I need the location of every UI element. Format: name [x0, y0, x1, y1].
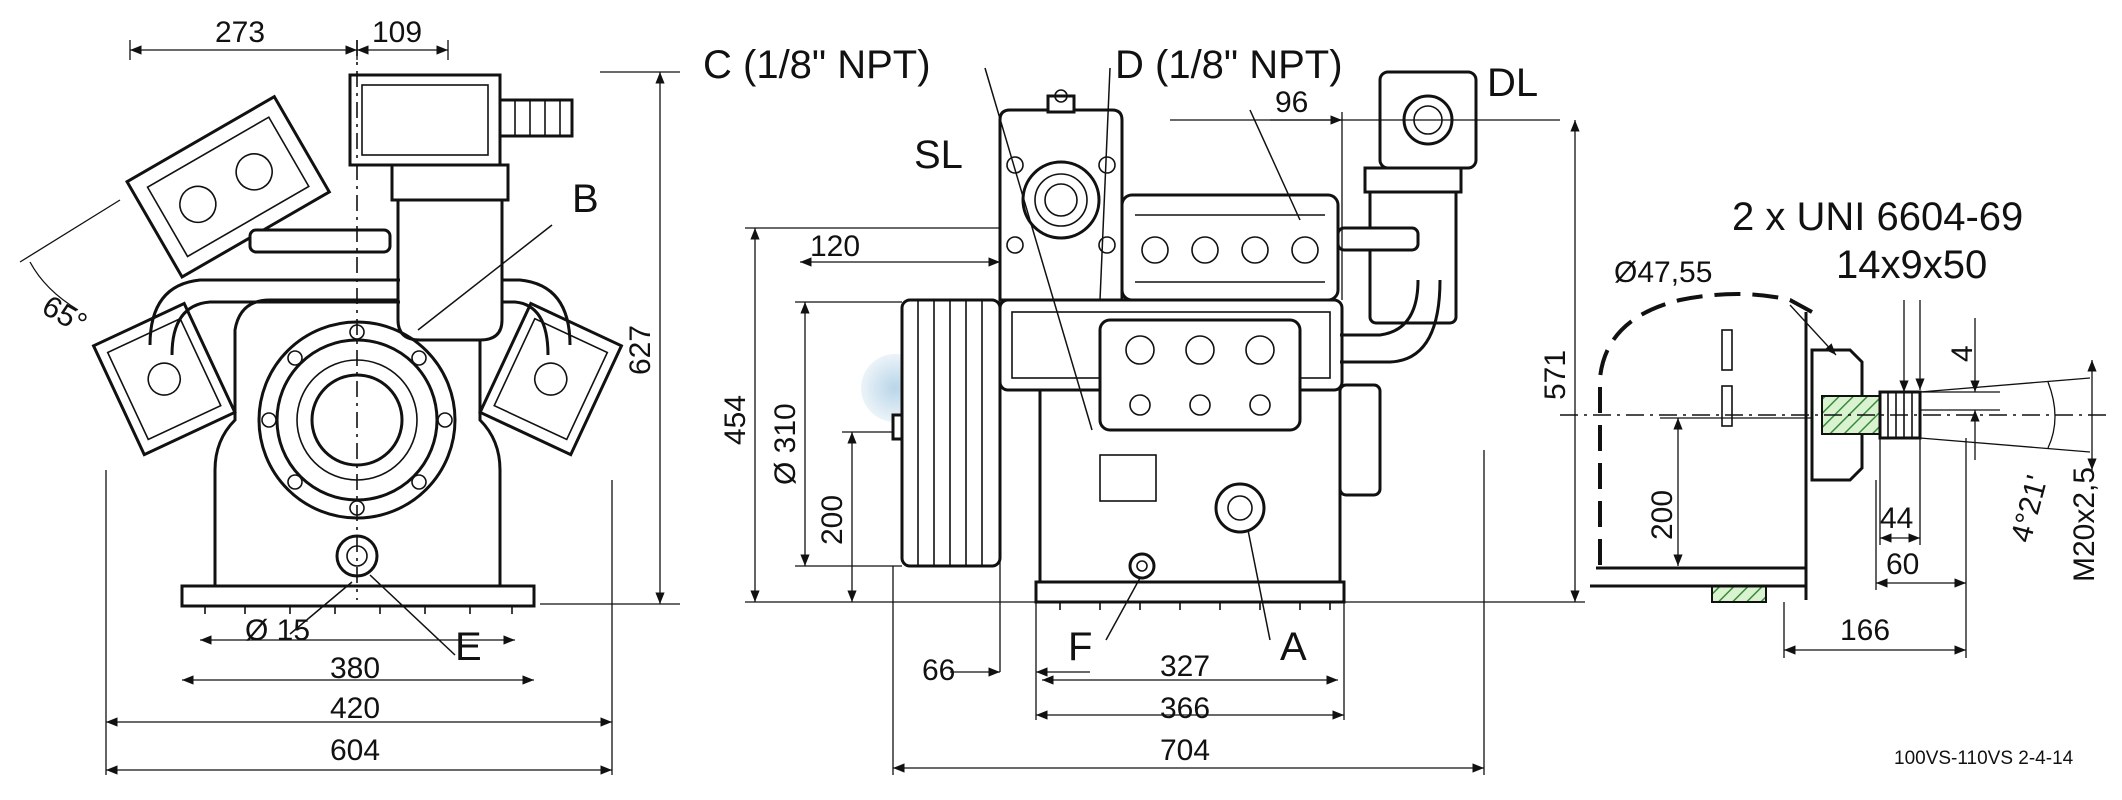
front-view: 273 109 627 65° Ø 15 380 420 604 B E [19, 16, 680, 775]
dim-604: 604 [330, 734, 380, 767]
dim-571: 571 [1539, 350, 1572, 400]
dim-96: 96 [1275, 86, 1308, 119]
label-b: B [572, 177, 599, 221]
dim-200: 200 [816, 495, 849, 545]
dim-327: 327 [1160, 650, 1210, 683]
dim-420: 420 [330, 692, 380, 725]
dim-627: 627 [624, 325, 657, 375]
dim-65-degree: 65° [37, 289, 93, 340]
label-sl: SL [914, 133, 963, 177]
dim-273: 273 [215, 16, 265, 49]
dim-454: 454 [719, 395, 752, 445]
dim-shaft-thread: M20x2,5 [2068, 467, 2101, 582]
label-dl: DL [1487, 61, 1538, 105]
label-c-port: C (1/8" NPT) [703, 43, 931, 87]
dim-shaft-44: 44 [1880, 502, 1913, 535]
label-f: F [1068, 625, 1092, 669]
dim-pulley-310: Ø 310 [769, 403, 802, 485]
dim-shaft-4: 4 [1946, 345, 1979, 362]
label-e: E [455, 625, 482, 669]
label-a: A [1280, 625, 1307, 669]
dim-hole-15: Ø 15 [245, 614, 310, 647]
dim-shaft-60: 60 [1886, 548, 1919, 581]
dim-380: 380 [330, 652, 380, 685]
drawing-code: 100VS-110VS 2-4-14 [1894, 748, 2074, 769]
shaft-detail-view: 2 x UNI 6604-69 14x9x50 Ø47,55 4 200 44 … [1560, 195, 2110, 658]
side-view: C (1/8" NPT) D (1/8" NPT) SL DL F A 96 1… [703, 43, 1585, 775]
dim-704: 704 [1160, 734, 1210, 767]
label-uni-line1: 2 x UNI 6604-69 [1732, 195, 2023, 239]
label-d-port: D (1/8" NPT) [1115, 43, 1343, 87]
dim-109: 109 [372, 16, 422, 49]
label-uni-line2: 14x9x50 [1836, 243, 1987, 287]
dim-shaft-angle: 4°21' [2005, 472, 2054, 546]
dim-shaft-diameter: Ø47,55 [1614, 256, 1712, 289]
dim-120: 120 [810, 230, 860, 263]
dim-shaft-200: 200 [1646, 490, 1679, 540]
dim-366: 366 [1160, 692, 1210, 725]
dim-66: 66 [922, 654, 955, 687]
dim-shaft-166: 166 [1840, 614, 1890, 647]
